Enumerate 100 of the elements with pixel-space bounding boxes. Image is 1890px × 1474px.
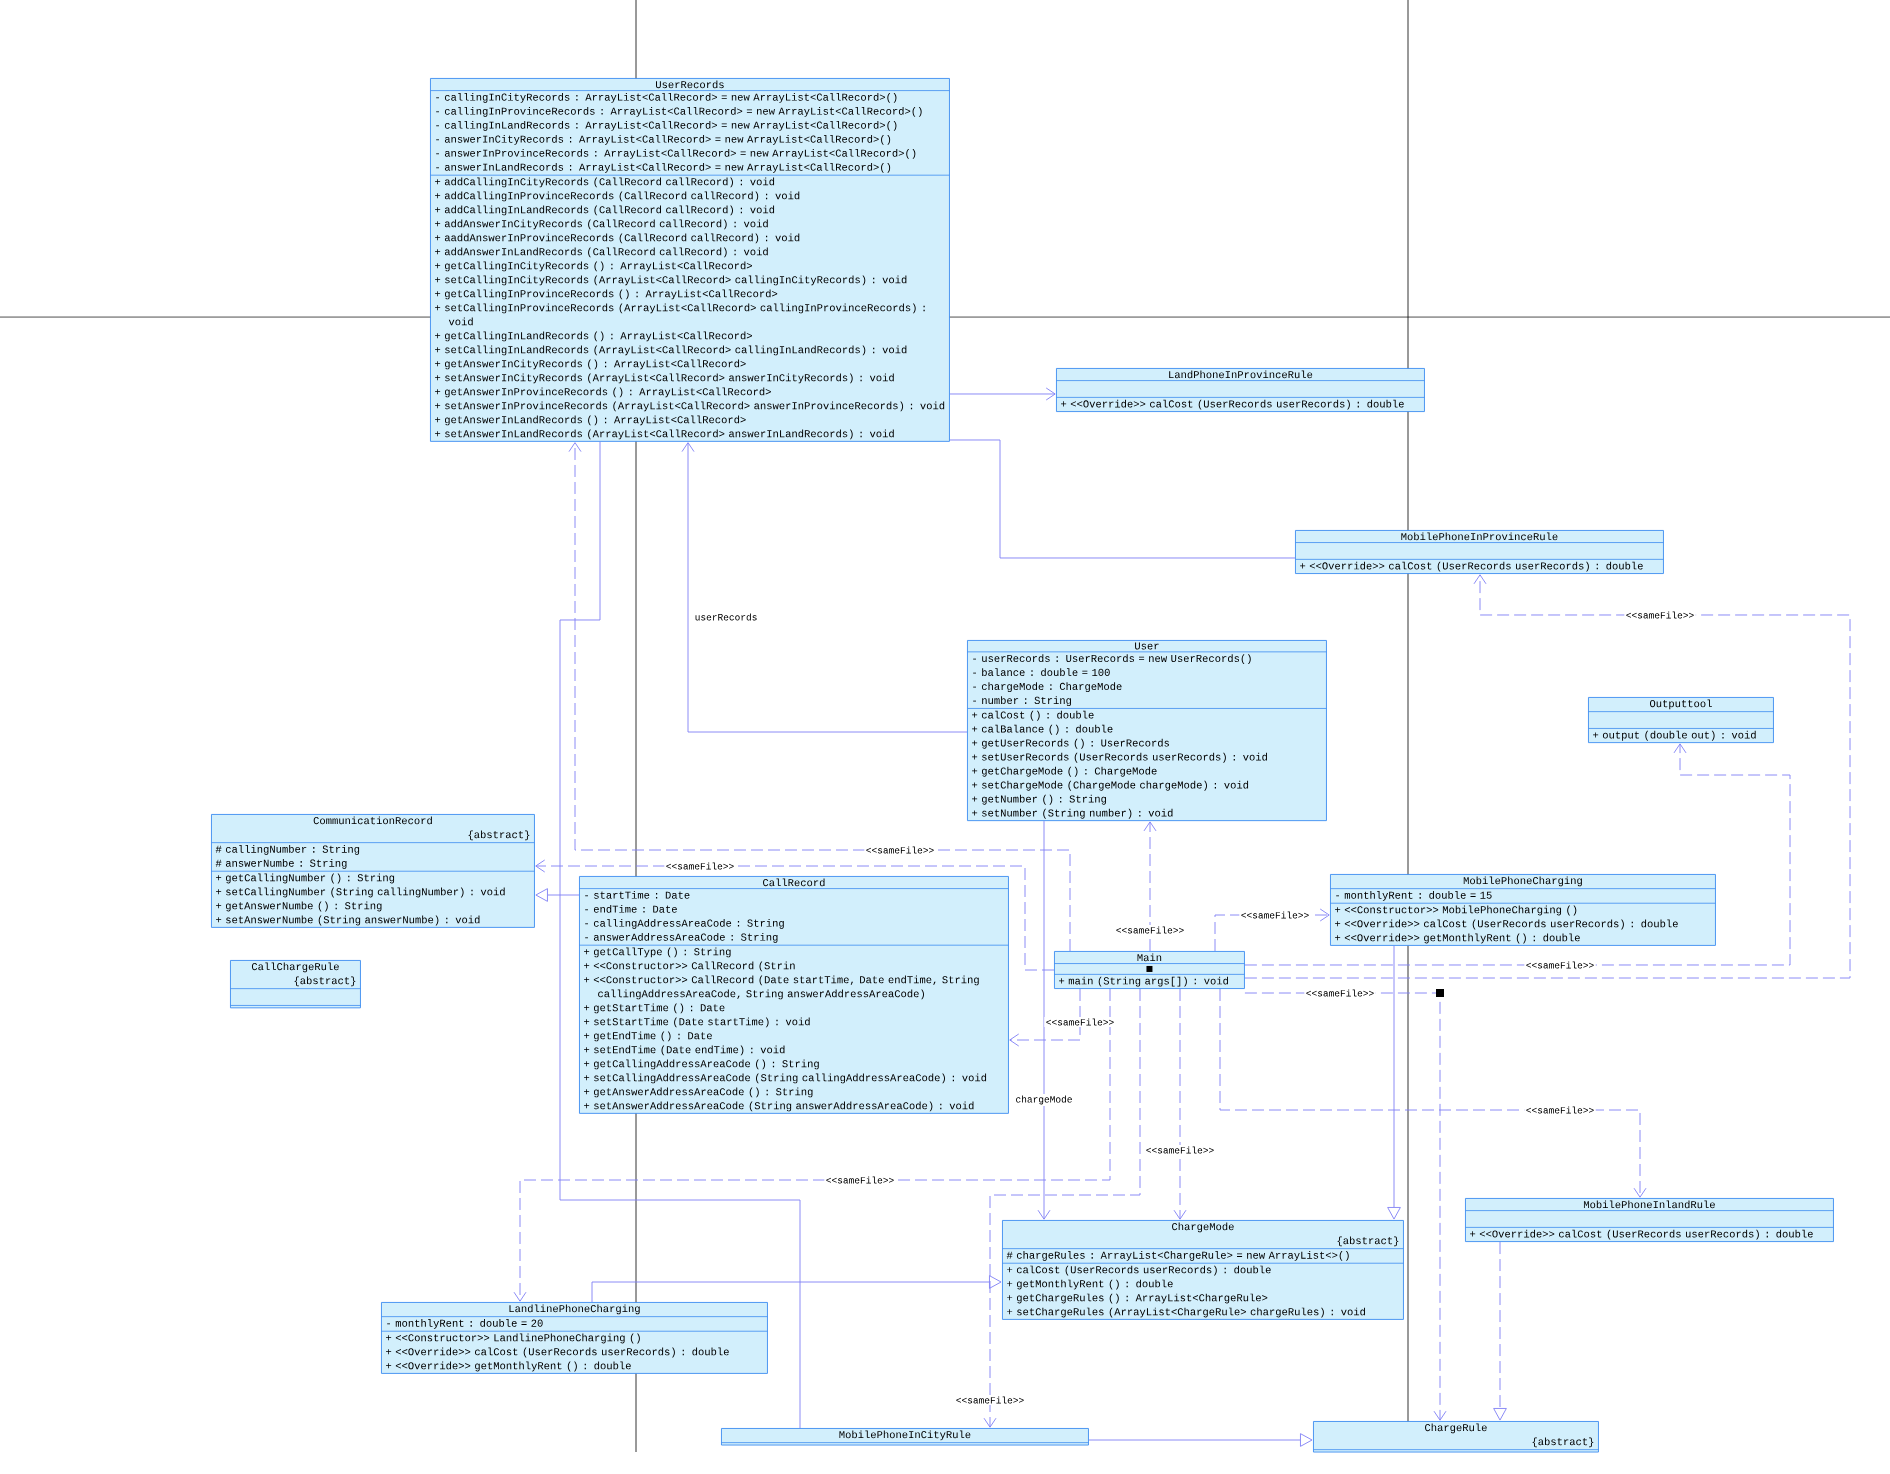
method: + calCost (UserRecords userRecords) : double [1007,1265,1271,1276]
stereotype-label: {abstract} [468,830,530,841]
class-box [430,78,950,442]
method: + getCallingInProvinceRecords () : ArrayList<CallRecord> [435,289,778,300]
method: + getUserRecords () : UserRecords [972,738,1170,749]
class-box [967,640,1327,822]
class-box [1330,874,1716,946]
class-name: LandPhoneInProvinceRule [1169,370,1313,379]
generalization-arrow [1493,1241,1507,1421]
method: + setChargeRules (ArrayList<ChargeRule> chargeRules) : void [1007,1307,1365,1318]
generalization-arrow [591,1275,1002,1303]
class-box [579,876,1009,1114]
method: + <<Override>> calCost (UserRecords userRecords) : double [1061,399,1404,410]
class-name: ChargeMode [1172,1222,1234,1233]
method: + getEndTime () : Date [584,1031,712,1042]
attribute: - answerInLandRecords : ArrayList<CallRecord> = new ArrayList<CallRecord>() [436,163,891,173]
method: + <<Override>> getMonthlyRent () : double [386,1361,631,1372]
association-line [949,439,1296,559]
method: + calBalance () : double [972,724,1113,735]
class-box [1295,530,1664,574]
method: + setNumber (String number) : void [972,808,1173,819]
method: + setCallingInLandRecords (ArrayList<CallRecord> callingInLandRecords) : void [435,345,907,356]
method: + setCallingInCityRecords (ArrayList<CallRecord> callingInCityRecords) : void [435,275,907,286]
stereotype-label: {abstract} [294,976,356,987]
method: + setAnswerInCityRecords (ArrayList<CallRecord> answerInCityRecords) : void [435,373,894,384]
dependency-arrow [568,442,1071,952]
attribute: - monthlyRent : double = 20 [387,1319,543,1329]
method: + getChargeRules () : ArrayList<ChargeRule> [1007,1293,1268,1304]
method: + <<Constructor>> LandlinePhoneCharging () [386,1333,640,1344]
class-name: CallChargeRule [251,962,339,973]
generalization-arrow [1387,945,1401,1220]
attribute: - chargeMode : ChargeMode [973,682,1122,693]
stereotype-label: {abstract} [1337,1236,1399,1247]
edge-label: userRecords [695,613,757,621]
method: + addCallingInProvinceRecords (CallRecord callRecord) : void [435,191,800,202]
method: + setEndTime (Date endTime) : void [584,1045,785,1056]
method: + <<Override>> calCost (UserRecords userRecords) : double [1335,919,1678,930]
method: + addCallingInLandRecords (CallRecord callRecord) : void [435,205,775,216]
class-name: MobilePhoneInlandRule [1583,1200,1715,1209]
method: + setAnswerAddressAreaCode (String answerAddressAreaCode) : void [584,1101,974,1112]
class-box [211,814,535,928]
edge-label: <<sameFile>> [666,862,734,870]
attribute: - callingInCityRecords : ArrayList<CallRecord> = new ArrayList<CallRecord>() [436,93,897,103]
class-name: User [1135,642,1159,650]
method: + <<Override>> calCost (UserRecords userRecords) : double [1470,1229,1813,1240]
method: + getStartTime () : Date [584,1003,725,1014]
method: + getAnswerInProvinceRecords () : ArrayList<CallRecord> [435,387,771,398]
attribute: - callingAddressAreaCode : String [585,919,784,929]
attribute: # chargeRules : ArrayList<ChargeRule> = new ArrayList<>() [1006,1251,1349,1261]
attribute: - answerInCityRecords : ArrayList<CallRecord> = new ArrayList<CallRecord>() [436,135,891,145]
method: + getAnswerNumbe () : String [216,901,382,912]
method: + main (String args[]) : void [1059,976,1228,987]
method: + getNumber () : String [972,794,1106,805]
edge-label: <<sameFile>> [1306,989,1374,997]
dependency-arrow [1219,988,1647,1198]
method: + getChargeMode () : ChargeMode [972,766,1157,777]
method: + getCallingInCityRecords () : ArrayList<CallRecord> [435,261,752,272]
method: + <<Override>> calCost (UserRecords userRecords) : double [1300,561,1643,572]
edge-label: <<sameFile>> [1046,1018,1114,1026]
method: + setCallingNumber (String callingNumber) : void [216,887,505,898]
attribute: - balance : double = 100 [973,668,1110,676]
association-arrow [681,442,968,733]
dependency-arrow [1244,574,1851,979]
edge-label: <<sameFile>> [826,1176,894,1184]
method: + <<Override>> calCost (UserRecords userRecords) : double [386,1347,729,1358]
class-box [1588,697,1774,744]
attribute: - startTime : Date [585,891,690,899]
generalization-arrow [535,888,580,902]
attribute: - callingInLandRecords : ArrayList<CallRecord> = new ArrayList<CallRecord>() [436,121,897,131]
method: + setCallingAddressAreaCode (String callingAddressAreaCode) : void [584,1073,987,1084]
attribute: - answerAddressAreaCode : String [585,933,778,943]
method: + getMonthlyRent () : double [1007,1279,1173,1290]
method: + getCallingAddressAreaCode () : String [584,1059,819,1070]
dependency-arrow [1244,743,1791,966]
edge-label: <<sameFile>> [1146,1146,1214,1154]
method: + addCallingInCityRecords (CallRecord callRecord) : void [435,177,775,188]
edge-label: <<sameFile>> [1626,611,1694,619]
class-name: CommunicationRecord [313,816,432,825]
class-name: MobilePhoneCharging [1463,876,1582,887]
association-arrow [1037,820,1051,1220]
dependency-arrow [1143,821,1157,952]
edge-label: <<sameFile>> [956,1396,1024,1404]
attribute: # callingNumber : String [215,845,360,855]
edge-label: chargeMode [1016,1095,1072,1105]
class-name: CallRecord [763,878,825,887]
method: + <<Constructor>> MobilePhoneCharging () [1335,905,1577,916]
attribute: - callingInProvinceRecords : ArrayList<CallRecord> = new ArrayList<CallRecord>() [436,107,922,117]
attribute: - number : String [973,696,1071,707]
class-box [381,1302,768,1374]
method: + aaddAnswerInProvinceRecords (CallRecord callRecord) : void [435,233,800,244]
method: + setAnswerInLandRecords (ArrayList<CallRecord> answerInLandRecords) : void [435,429,894,440]
method: + <<Constructor>> CallRecord (Strin [584,961,795,972]
class-box [721,1428,1089,1446]
dependency-arrow [535,859,1055,971]
method: + <<Constructor>> CallRecord (Date startTime, Date endTime, String callingAddressAreaCode, String answerAddressAreaCode) [584,975,979,1000]
class-name: Outputtool [1650,699,1712,710]
method: + addAnswerInLandRecords (CallRecord callRecord) : void [435,247,768,258]
method: + getCallingInLandRecords () : ArrayList<CallRecord> [435,331,752,342]
association-arrow [949,387,1056,401]
method: + setChargeMode (ChargeMode chargeMode) : void [972,780,1249,791]
